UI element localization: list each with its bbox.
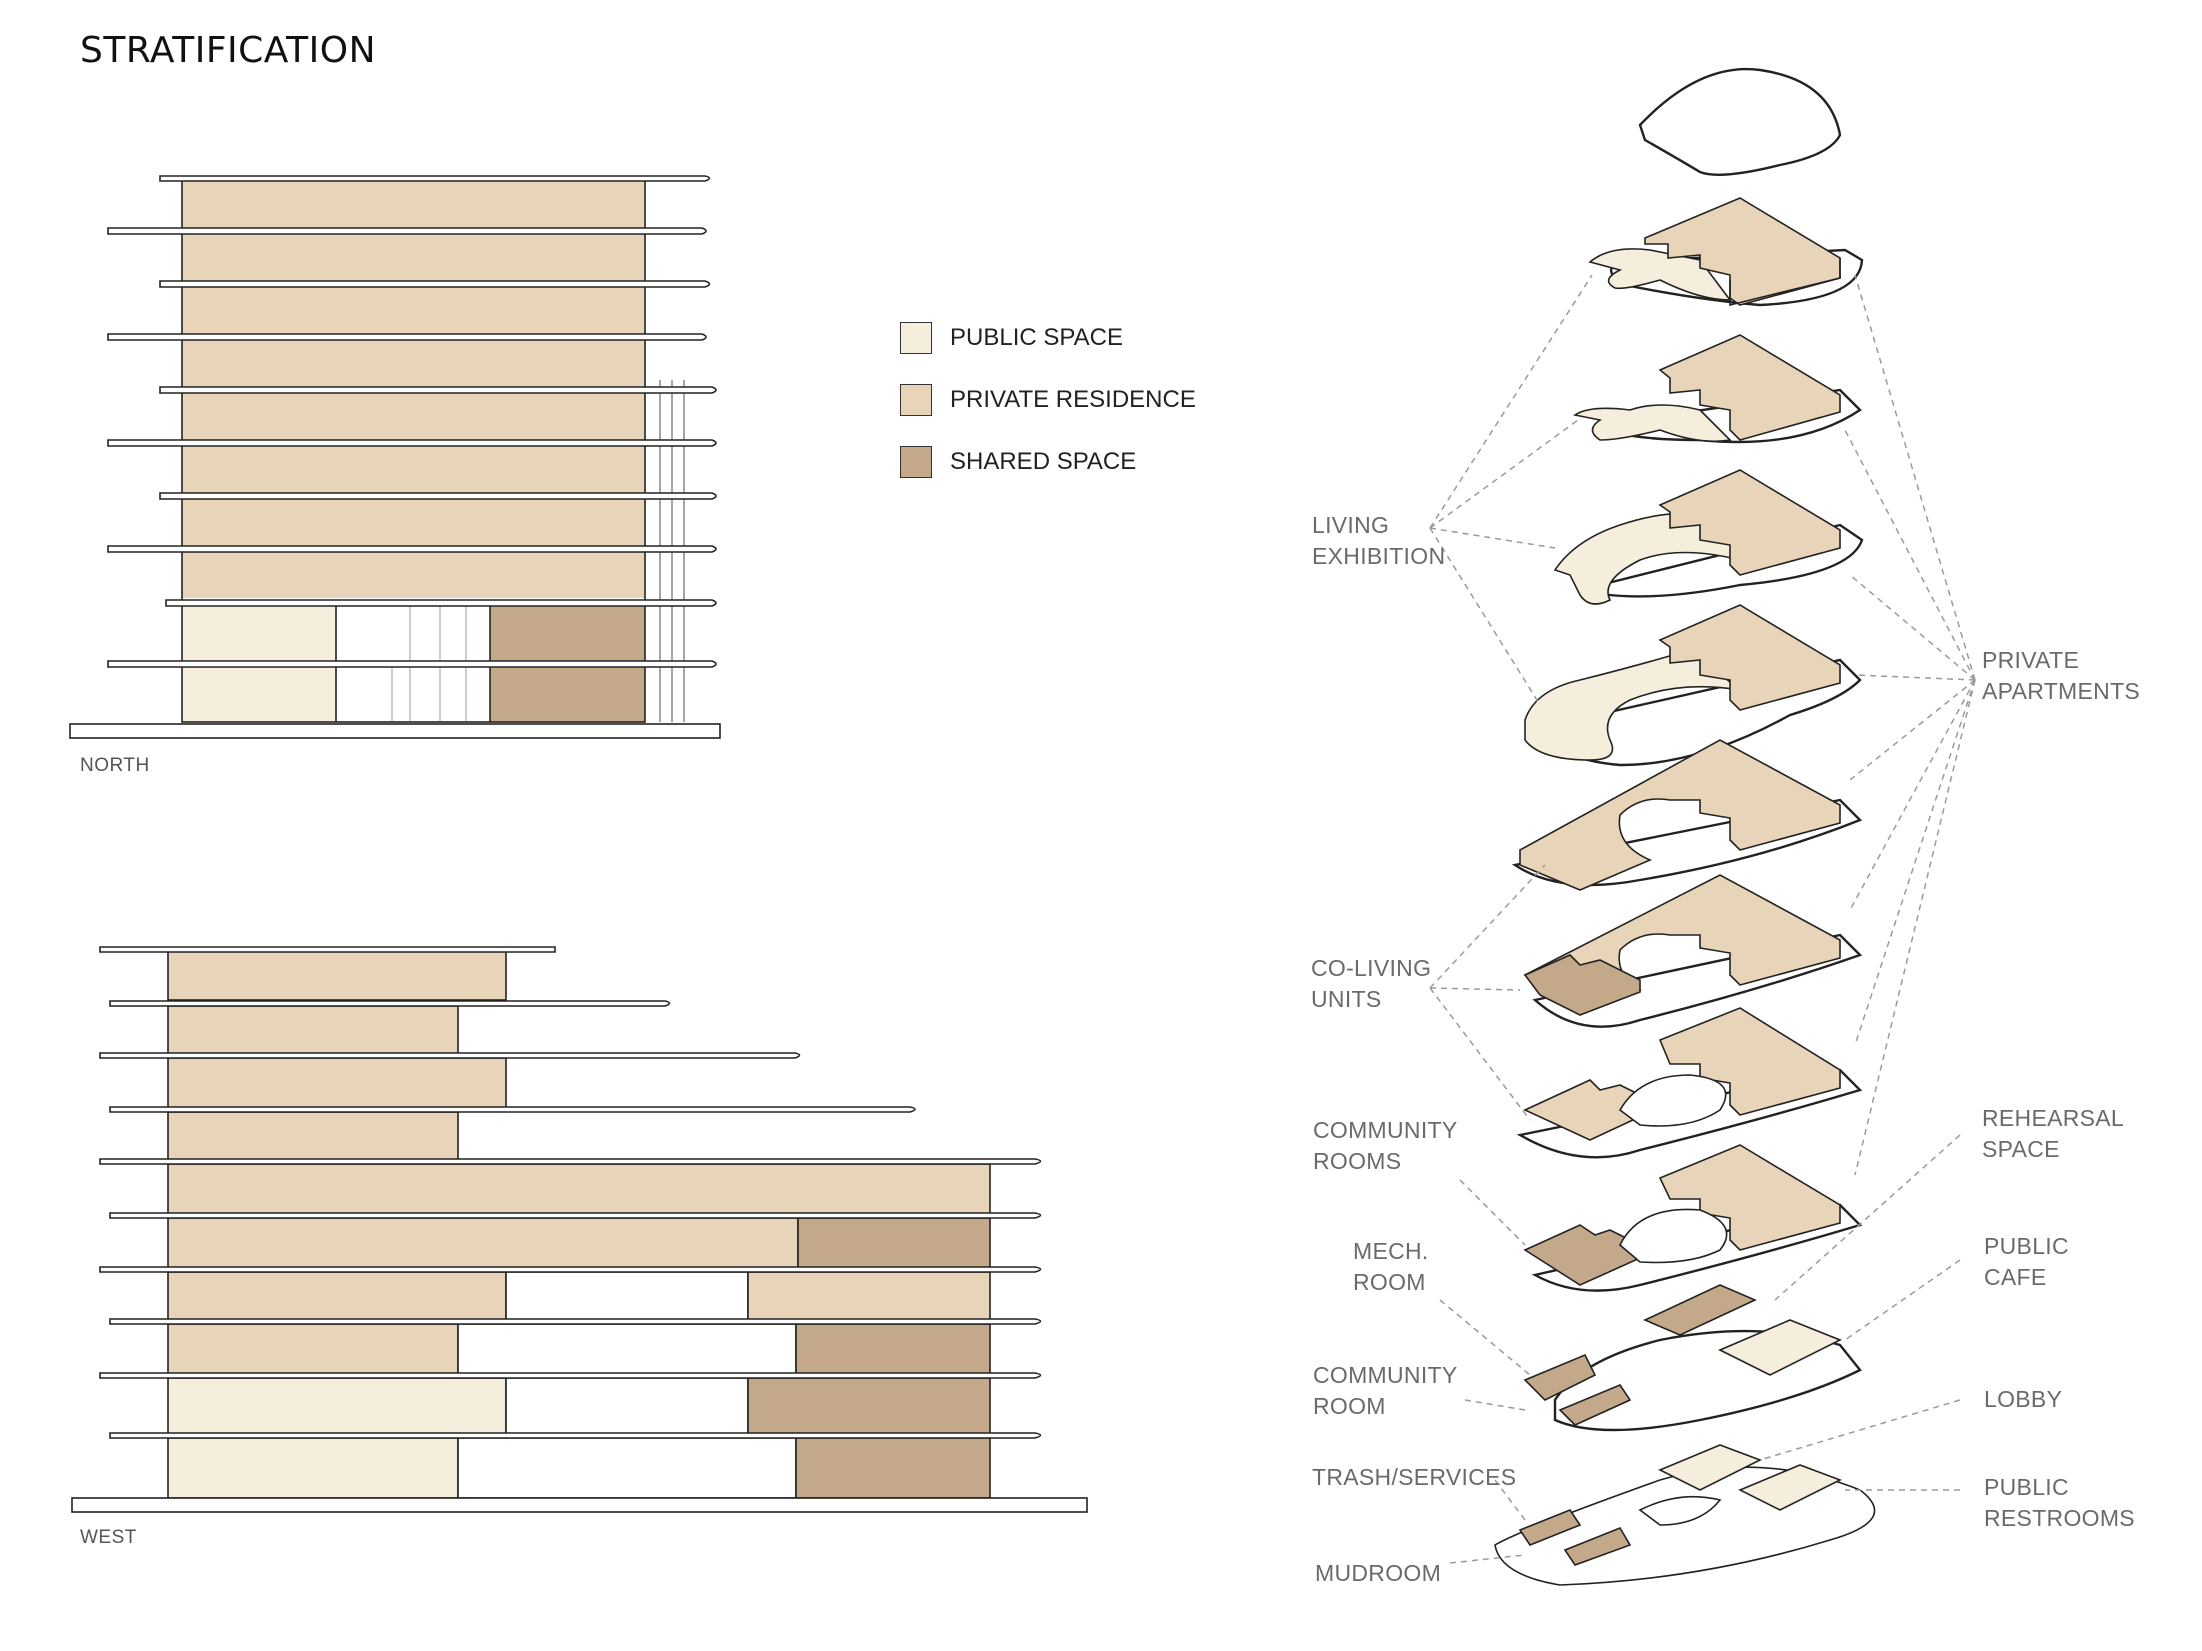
public-space-swatch [900, 322, 932, 354]
level-3 [1553, 469, 1864, 605]
legend-item-shared: SHARED SPACE [900, 431, 1196, 493]
level-7 [1516, 1007, 1863, 1159]
co-living-shared [1523, 954, 1641, 1016]
west-elevation [71, 946, 1088, 1513]
north-slabs [107, 175, 717, 668]
north-elevation-label: NORTH [80, 755, 150, 776]
callout-trash-services: TRASH/SERVICES [1312, 1464, 1517, 1490]
level-6 [1523, 874, 1863, 1028]
callout-rehearsal-space: REHEARSAL SPACE [1982, 1105, 2125, 1162]
north-elevation [69, 175, 721, 739]
callout-mudroom: MUDROOM [1315, 1560, 1442, 1586]
callout-mech-room: MECH. ROOM [1353, 1238, 1429, 1295]
roof-plate [1638, 67, 1842, 176]
callout-co-living-units: CO-LIVING UNITS [1311, 955, 1432, 1012]
leader-lines [1429, 274, 1976, 1564]
level-5 [1511, 739, 1863, 891]
level-4 [1524, 604, 1862, 767]
legend-label: PUBLIC SPACE [950, 324, 1123, 351]
callout-community-rooms: COMMUNITY ROOMS [1313, 1117, 1458, 1174]
private-residence-swatch [900, 384, 932, 416]
level-1 [1588, 197, 1864, 307]
west-elevation-label: WEST [80, 1527, 137, 1548]
callout-living-exhibition: LIVING EXHIBITION [1312, 512, 1446, 569]
callout-public-cafe: PUBLIC CAFE [1984, 1233, 2069, 1290]
west-slabs [99, 946, 1042, 1439]
level-ground [1523, 1284, 1862, 1432]
level-site [1494, 1444, 1876, 1586]
legend-item-public: PUBLIC SPACE [900, 307, 1196, 369]
callout-public-restrooms: PUBLIC RESTROOMS [1984, 1474, 2135, 1531]
shared-space-swatch [900, 446, 932, 478]
callout-lobby: LOBBY [1984, 1386, 2063, 1412]
level-8 [1523, 1144, 1863, 1292]
page-title: STRATIFICATION [80, 30, 377, 71]
exploded-axonometric [1494, 67, 1876, 1586]
legend-item-private: PRIVATE RESIDENCE [900, 369, 1196, 431]
level-2 [1572, 334, 1862, 444]
legend: PUBLIC SPACE PRIVATE RESIDENCE SHARED SP… [900, 307, 1196, 493]
callout-community-room: COMMUNITY ROOM [1313, 1362, 1458, 1419]
legend-label: PRIVATE RESIDENCE [950, 386, 1196, 413]
legend-label: SHARED SPACE [950, 448, 1137, 475]
callout-private-apartments: PRIVATE APARTMENTS [1982, 647, 2141, 704]
